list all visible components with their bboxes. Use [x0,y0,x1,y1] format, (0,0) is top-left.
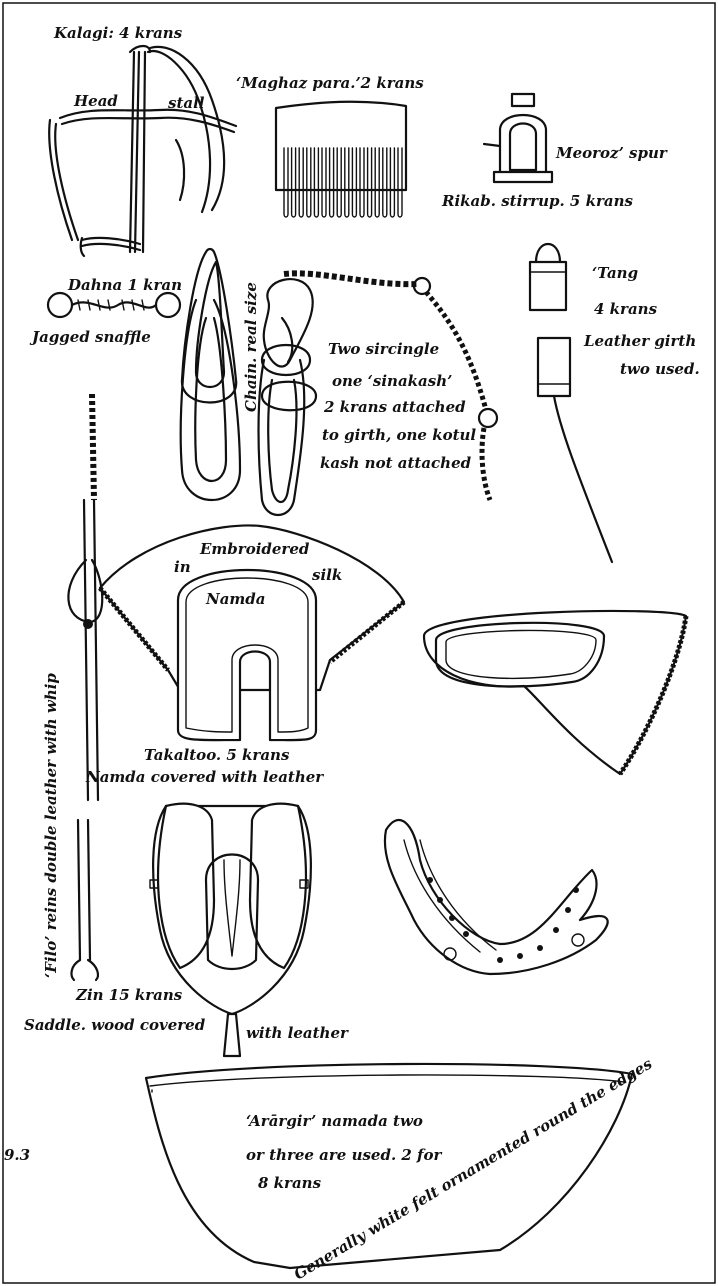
label-dahna: Dahna 1 kran [67,276,182,294]
label-margin-mark: 9.3 [4,1146,30,1164]
label-surcingle-4: to girth, one kotul [322,426,476,444]
label-namda: Namda [205,590,266,608]
saddle-stud [449,915,455,921]
label-surcingle-5: kash not attached [320,454,472,472]
tang-girth-illustration [530,244,612,562]
filo-reins-illustration [68,394,102,980]
label-tang-1: ‘Tang [592,264,638,282]
label-arargir-1: ‘Arārgir’ namada two [246,1112,423,1130]
rikab-stirrup-illustration [484,94,552,182]
label-leather-girth-1: Leather girth [583,332,696,350]
label-tang-2: 4 krans [594,300,658,318]
label-meoroz-spur: Meoroz’ spur [555,144,668,162]
label-maghaz-para: ‘Maghaz para.’2 krans [236,74,424,92]
label-filo-reins: ‘Filo’ reins double leather with whip [42,673,60,978]
saddle-stud [553,927,559,933]
label-leather-girth-2: two used. [620,360,700,378]
label-chain-real-size: Chain. real size [242,282,260,412]
label-stall: stall [168,94,205,112]
saddle-stud [463,931,469,937]
head-stall-illustration [49,46,236,256]
label-arargir-3: 8 krans [258,1174,322,1192]
label-zin: Zin 15 krans [75,986,183,1004]
label-surcingle-3: 2 krans attached [323,398,466,416]
namda-side-pad-illustration [424,611,686,774]
label-jagged-snaffle: Jagged snaffle [29,328,151,346]
maghaz-para-comb-illustration [276,102,406,217]
label-with-leather: with leather [246,1024,349,1042]
label-in: in [174,558,191,576]
label-kalagi: Kalagi: 4 krans [53,24,183,42]
saddle-stud [517,953,523,959]
arargir-namada-illustration [146,1064,632,1268]
label-head: Head [73,92,118,110]
zin-saddle-side-illustration [385,820,608,974]
label-namda-covered: Namda covered with leather [85,768,324,786]
saddle-stud [537,945,543,951]
saddle-stud [497,957,503,963]
label-takaltoo: Takaltoo. 5 krans [144,746,290,764]
saddle-stud [573,887,579,893]
label-arargir-2: or three are used. 2 for [246,1146,443,1164]
jagged-snaffle-illustration [48,293,180,317]
label-rikab-stirrup: Rikab. stirrup. 5 krans [441,192,634,210]
label-surcingle-2: one ‘sinakash’ [332,372,452,390]
label-embroidered: Embroidered [199,540,310,558]
label-surcingle-1: Two sircingle [328,340,439,358]
saddle-stud [427,877,433,883]
label-saddle: Saddle. wood covered [24,1016,206,1034]
label-silk: silk [312,566,342,584]
saddle-stud [437,897,443,903]
saddle-stud [565,907,571,913]
